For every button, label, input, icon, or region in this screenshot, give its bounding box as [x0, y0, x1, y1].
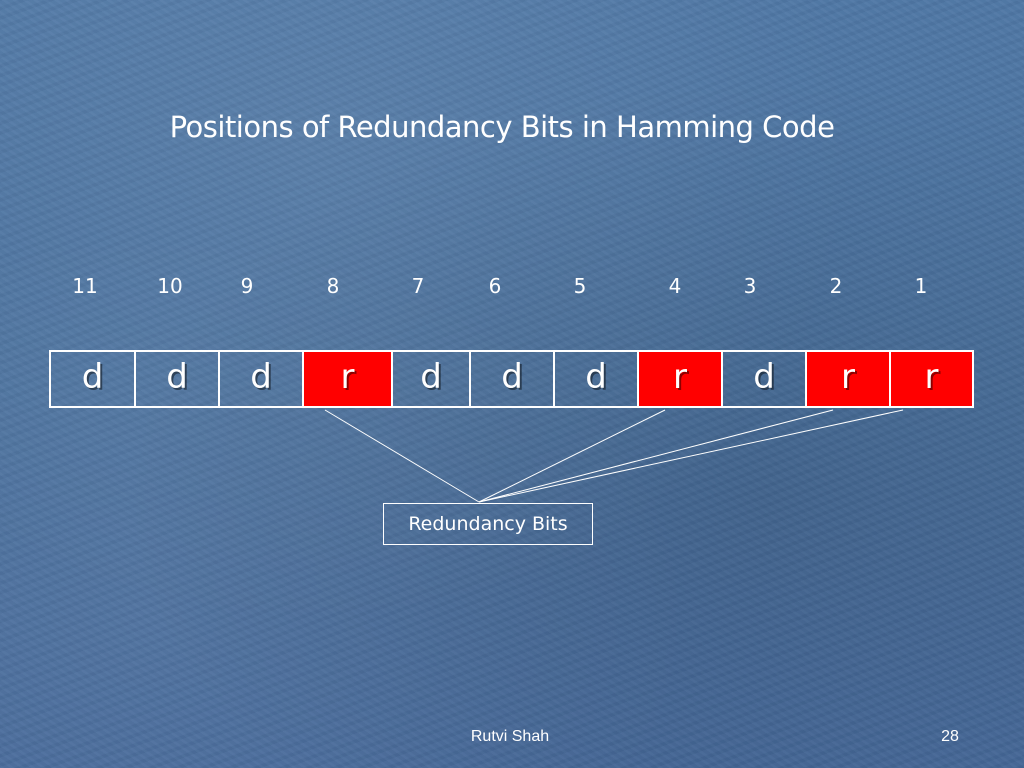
bit-cell-3: d — [723, 352, 807, 406]
page-number: 28 — [941, 728, 959, 745]
bit-cell-6: d — [471, 352, 555, 406]
position-label-7: 7 — [411, 274, 425, 298]
slide-title: Positions of Redundancy Bits in Hamming … — [169, 110, 835, 144]
bit-cell-11: d — [51, 352, 136, 406]
footer-author: Rutvi Shah — [470, 728, 550, 745]
position-label-11: 11 — [72, 274, 98, 298]
connector-line-4 — [478, 409, 666, 503]
connector-line-1 — [478, 409, 904, 503]
position-label-6: 6 — [488, 274, 502, 298]
position-label-9: 9 — [240, 274, 254, 298]
connector-line-8 — [324, 409, 480, 503]
position-label-3: 3 — [743, 274, 757, 298]
position-label-1: 1 — [914, 274, 928, 298]
position-label-8: 8 — [326, 274, 340, 298]
bit-cell-9: d — [220, 352, 304, 406]
position-label-5: 5 — [573, 274, 587, 298]
bit-cell-1: r — [891, 352, 972, 406]
bit-cell-8: r — [304, 352, 393, 406]
bit-cell-5: d — [555, 352, 639, 406]
bit-row: d d d r d d d r d r r — [49, 350, 974, 408]
redundancy-bits-callout: Redundancy Bits — [383, 503, 593, 545]
bit-cell-4: r — [639, 352, 723, 406]
position-label-4: 4 — [668, 274, 682, 298]
bit-cell-7: d — [393, 352, 471, 406]
position-label-10: 10 — [157, 274, 183, 298]
position-label-2: 2 — [829, 274, 843, 298]
bit-cell-10: d — [136, 352, 220, 406]
bit-cell-2: r — [807, 352, 891, 406]
connector-line-2 — [478, 409, 834, 503]
